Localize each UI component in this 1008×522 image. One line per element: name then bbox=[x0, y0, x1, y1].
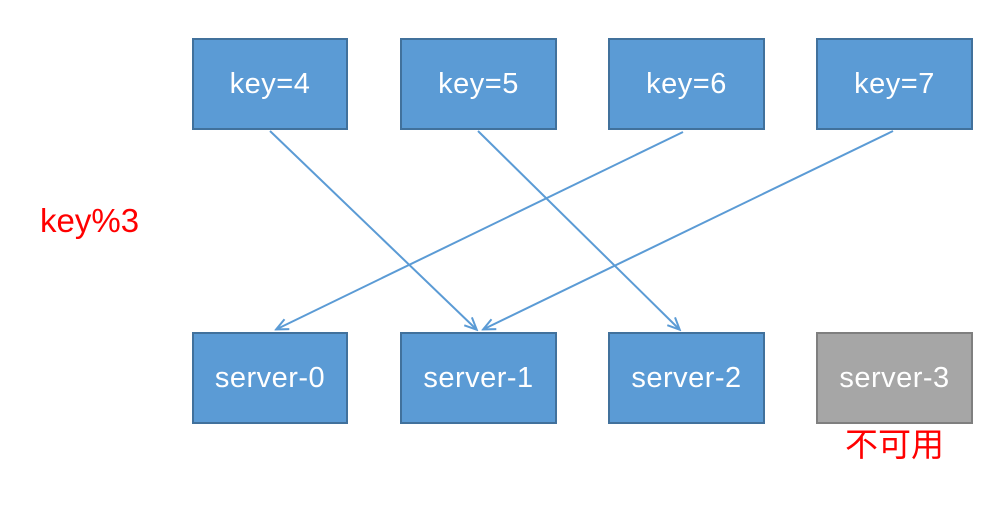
server-node-label: server-1 bbox=[423, 361, 534, 394]
key-node-label: key=7 bbox=[854, 67, 935, 100]
modulo-annotation: key%3 bbox=[40, 202, 140, 239]
key-node-key=5: key=5 bbox=[400, 38, 557, 130]
server-node-server-2: server-2 bbox=[608, 332, 765, 424]
key-node-label: key=5 bbox=[438, 67, 519, 100]
arrow-key=5-to-server-2 bbox=[477, 130, 679, 329]
server-node-label: server-2 bbox=[631, 361, 742, 394]
key-node-label: key=6 bbox=[646, 67, 727, 100]
key-node-key=6: key=6 bbox=[608, 38, 765, 130]
arrow-key=7-to-server-1 bbox=[484, 130, 894, 329]
key-node-key=7: key=7 bbox=[816, 38, 973, 130]
server-node-server-1: server-1 bbox=[400, 332, 557, 424]
server-node-label: server-0 bbox=[214, 361, 326, 394]
key-node-label: key=4 bbox=[229, 67, 311, 100]
arrow-key=6-to-server-0 bbox=[277, 131, 684, 329]
server-node-server-3: server-3 bbox=[816, 332, 973, 424]
unavailable-annotation: 不可用 bbox=[845, 426, 944, 463]
arrow-key=4-to-server-1 bbox=[269, 130, 476, 329]
key-node-key=4: key=4 bbox=[192, 38, 348, 130]
server-node-server-0: server-0 bbox=[192, 332, 348, 424]
server-node-label: server-3 bbox=[839, 361, 950, 394]
